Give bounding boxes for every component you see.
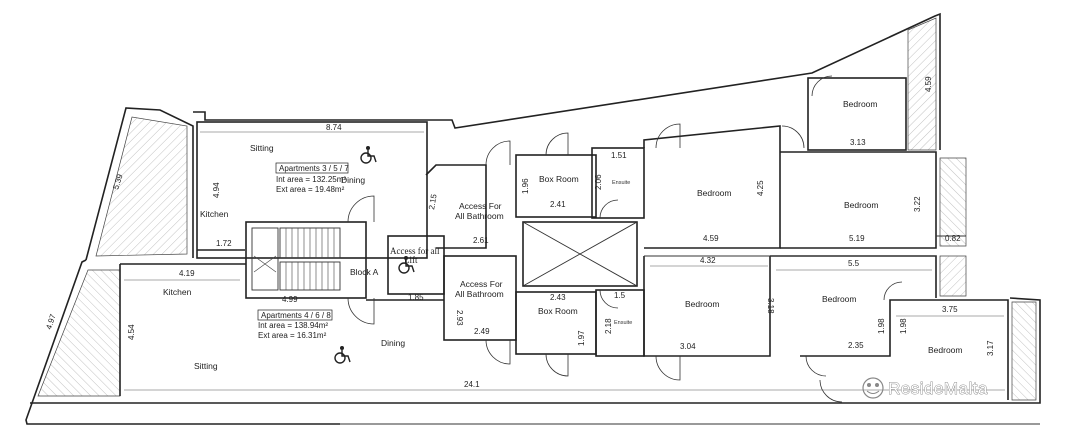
dim-label: 1.96 [521, 178, 530, 194]
dimension-lines [124, 131, 1005, 391]
balcony-hatching [37, 17, 1037, 401]
dim-label: 4.54 [127, 324, 136, 340]
dim-label: 2.06 [594, 174, 603, 190]
dim-label: 3.75 [942, 305, 958, 314]
dim-label: 4.25 [756, 180, 765, 196]
room-label-kitchen-lower: Kitchen [163, 287, 192, 297]
apartment-int-area-lower: Int area = 138.94m² [258, 321, 328, 330]
dim-label: 4.59 [924, 76, 933, 92]
room-label-bedroom-lower-far-right: Bedroom [928, 345, 963, 355]
room-label-kitchen-upper: Kitchen [200, 209, 229, 219]
watermark: ResideMalta [862, 377, 988, 399]
dim-label: 2.93 [455, 310, 464, 326]
dim-label: 1.97 [577, 330, 586, 346]
dim-label: 4.97 [44, 313, 58, 331]
wheelchair-icon [334, 346, 351, 364]
dim-label: 2.43 [550, 293, 566, 302]
dim-label: 1.5 [614, 291, 626, 300]
room-label-bedroom-upper-mid: Bedroom [697, 188, 732, 198]
room-label-block-a: Block A [350, 267, 379, 277]
apartment-ext-area-lower: Ext area = 16.31m² [258, 331, 327, 340]
apartment-int-area-upper: Int area = 132.25m² [276, 175, 346, 184]
room-label-sitting-upper: Sitting [250, 143, 274, 153]
dim-label: 1.51 [611, 151, 627, 160]
dim-label: 2.49 [474, 327, 490, 336]
dim-label: 24.1 [464, 380, 480, 389]
dim-label: 1.98 [899, 318, 908, 334]
dim-label: 3.17 [986, 340, 995, 356]
room-label-box-room-upper: Box Room [539, 174, 579, 184]
dim-label: 1.85 [408, 293, 424, 302]
room-label-dining-upper: Dining [341, 175, 365, 185]
room-label-bedroom-lower-right: Bedroom [822, 294, 857, 304]
dim-label: 8.74 [326, 123, 342, 132]
dim-label: 4.99 [282, 295, 298, 304]
dim-label: 4.59 [703, 234, 719, 243]
outer-walls [25, 12, 1041, 425]
room-label-sitting-lower: Sitting [194, 361, 218, 371]
room-label-bedroom-lower-mid: Bedroom [685, 299, 720, 309]
dim-label: 4.94 [212, 182, 221, 198]
apartment-name-upper: Apartments 3 / 5 / 7 [279, 164, 349, 173]
dim-label: 5.5 [848, 259, 860, 268]
dim-label: 2.15 [427, 193, 439, 210]
room-label-bedroom-upper-right: Bedroom [844, 200, 879, 210]
lower-apartment-walls [119, 255, 1009, 400]
dim-label: 3.04 [680, 342, 696, 351]
dim-label: 4.32 [700, 256, 716, 265]
wheelchair-icon [398, 256, 415, 274]
dim-label: 1.98 [877, 318, 886, 334]
room-label-ensuite-upper: Ensuite [612, 180, 630, 186]
dim-label: 2.41 [550, 200, 566, 209]
apartment-name-lower: Apartments 4 / 6 / 8 [261, 311, 331, 320]
room-label-dining-lower: Dining [381, 338, 405, 348]
reside-logo-icon [862, 377, 884, 399]
dim-label: 3.18 [766, 298, 775, 314]
apartment-info-upper: Apartments 3 / 5 / 7 Int area = 132.25m²… [275, 162, 349, 194]
room-label-ensuite-lower: Ensuite [614, 320, 632, 326]
dim-label: 2.35 [848, 341, 864, 350]
door-swings [347, 75, 903, 403]
wheelchair-icon [360, 146, 377, 164]
dim-label: 2.18 [604, 318, 613, 334]
core-walls [245, 221, 638, 299]
dim-label: 4.19 [179, 269, 195, 278]
dim-label: 5.19 [849, 234, 865, 243]
staircase-icon [251, 227, 341, 291]
dimension-labels: 8.74 4.94 5.39 1.72 1.96 2.41 2.06 1.51 … [44, 76, 995, 389]
dim-label: 0.82 [945, 234, 961, 243]
apartment-info-lower: Apartments 4 / 6 / 8 Int area = 138.94m²… [257, 309, 333, 340]
apartment-ext-area-upper: Ext area = 19.48m² [276, 185, 345, 194]
dim-label: 2.61 [473, 236, 489, 245]
room-label-box-room-lower: Box Room [538, 306, 578, 316]
room-label-bedroom-upper-right-top: Bedroom [843, 99, 878, 109]
dim-label: 3.13 [850, 138, 866, 147]
watermark-text: ResideMalta [888, 379, 988, 398]
dim-label: 3.22 [913, 196, 922, 212]
dim-label: 1.72 [216, 239, 232, 248]
